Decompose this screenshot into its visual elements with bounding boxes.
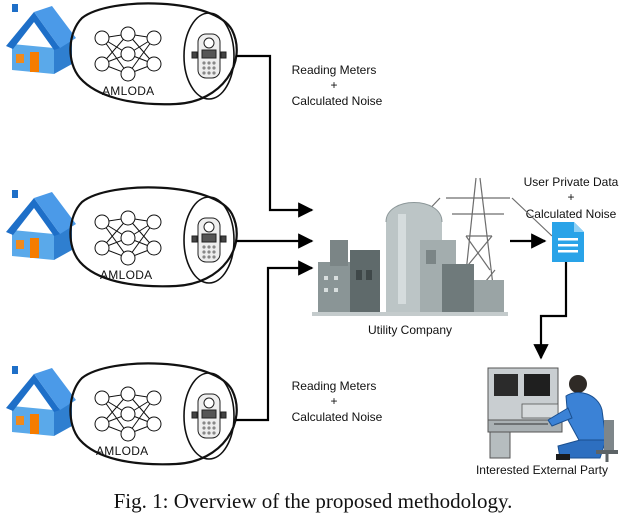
figure-caption: Fig. 1: Overview of the proposed methodo… xyxy=(113,489,513,513)
label-line: Calculated Noise xyxy=(292,410,383,424)
external-party-label: Interested External Party xyxy=(476,463,608,477)
household-2: AMLODA xyxy=(6,186,238,288)
amloda-label: AMLODA xyxy=(102,84,154,98)
house-icon xyxy=(6,366,76,436)
arrow-top xyxy=(236,54,314,218)
label-line: User Private Data xyxy=(524,175,619,189)
house-icon xyxy=(6,190,76,260)
document-icon xyxy=(552,222,584,262)
label-bottom: Reading Meters + Calculated Noise xyxy=(292,379,383,424)
household-outline xyxy=(69,2,238,106)
neural-network-icon xyxy=(94,386,162,442)
household-1: AMLODA xyxy=(6,2,238,106)
meter-ring xyxy=(183,12,235,100)
neural-network-icon xyxy=(94,26,162,82)
label-line: Reading Meters xyxy=(292,63,377,77)
neural-network-icon xyxy=(94,210,162,266)
utility-company-label: Utility Company xyxy=(368,323,452,337)
meter-ring xyxy=(183,372,235,460)
power-plant-icon xyxy=(312,177,553,316)
household-outline xyxy=(69,362,238,466)
amloda-label: AMLODA xyxy=(96,444,148,458)
smart-meter-icon xyxy=(191,217,227,263)
label-line: + xyxy=(567,190,574,204)
connectors xyxy=(236,54,568,422)
label-right: User Private Data + Calculated Noise xyxy=(524,175,619,221)
amloda-label: AMLODA xyxy=(100,268,152,282)
label-line: + xyxy=(330,394,337,408)
household-outline xyxy=(69,186,238,288)
smart-meter-icon xyxy=(191,33,227,79)
household-3: AMLODA xyxy=(6,362,238,466)
meter-ring xyxy=(183,196,235,284)
smart-meter-icon xyxy=(191,393,227,439)
label-line: Reading Meters xyxy=(292,379,377,393)
label-line: Calculated Noise xyxy=(526,207,617,221)
label-line: Calculated Noise xyxy=(292,94,383,108)
arrow-bottom xyxy=(236,260,314,422)
operator-icon xyxy=(487,367,618,462)
arrow-to-party xyxy=(533,262,568,360)
house-icon xyxy=(6,4,76,74)
label-top: Reading Meters + Calculated Noise xyxy=(292,63,383,108)
label-line: + xyxy=(330,78,337,92)
